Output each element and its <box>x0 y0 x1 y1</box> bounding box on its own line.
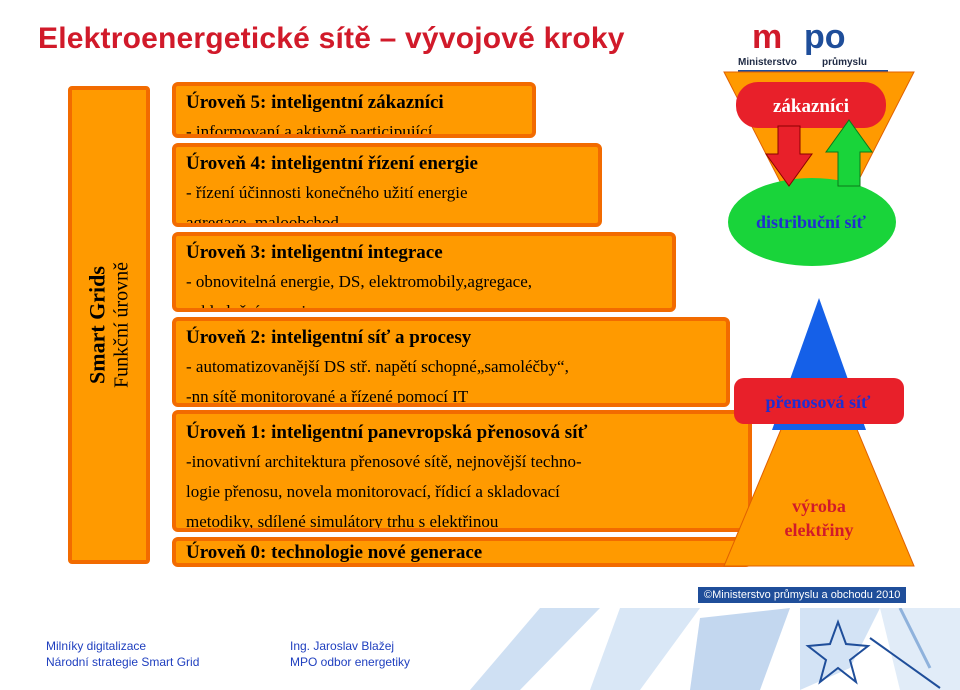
deco-star-icon <box>805 619 871 685</box>
transmission-pill <box>734 378 904 424</box>
footer-author-name: Ing. Jaroslav Blažej <box>290 639 395 653</box>
slide-title: Elektroenergetické sítě – vývojové kroky <box>38 22 625 55</box>
generation-label-1: výroba <box>792 496 846 516</box>
level-1-line-2: logie přenosu, novela monitorovací, řídi… <box>186 482 560 501</box>
footer-decoration <box>470 608 960 690</box>
footer-left-line-1: Milníky digitalizace <box>46 639 147 653</box>
side-label-subtitle: Funkční úrovně <box>110 261 133 389</box>
mpo-logo: m po Ministerstvo průmyslu <box>738 18 888 72</box>
level-3-box: Úroveň 3: inteligentní integrace - obnov… <box>172 232 676 312</box>
customers-label: zákazníci <box>773 96 849 117</box>
copyright-note: ©Ministerstvo průmyslu a obchodu 2010 <box>698 587 907 603</box>
level-2-heading: Úroveň 2: inteligentní síť a procesy <box>186 327 472 348</box>
smart-grids-side-box: Smart Grids Funkční úrovně <box>68 86 150 564</box>
deco-line-1 <box>869 637 941 689</box>
level-4-line-2: agregace, maloobchod <box>186 213 339 227</box>
logo-mark-po: po <box>804 18 846 56</box>
level-4-line-1: - řízení účinnosti konečného užití energ… <box>186 183 468 202</box>
level-2-box: Úroveň 2: inteligentní síť a procesy - a… <box>172 317 730 407</box>
level-1-box: Úroveň 1: inteligentní panevropská přeno… <box>172 410 752 532</box>
level-3-line-2: uskladnění energie <box>186 302 314 312</box>
level-2-line-2: -nn sítě monitorované a řízené pomocí IT <box>186 387 469 406</box>
side-label: Smart Grids Funkční úrovně <box>85 262 134 388</box>
side-label-title: Smart Grids <box>84 266 110 384</box>
level-5-line-1: - informovaní a aktivně participující <box>186 122 433 138</box>
footer-author-dept: MPO odbor energetiky <box>290 655 411 669</box>
logo-mark-m: m <box>752 18 782 56</box>
level-1-heading: Úroveň 1: inteligentní panevropská přeno… <box>186 422 588 443</box>
level-0-heading: Úroveň 0: technologie nové generace <box>186 542 483 563</box>
level-0-box: Úroveň 0: technologie nové generace <box>172 537 752 567</box>
up-arrow-icon <box>825 119 873 187</box>
generation-label-2: elektřiny <box>785 520 854 540</box>
grid-flow-diagram: zákazníci distribuční síť přenosová síť … <box>723 71 915 567</box>
footer-author: Ing. Jaroslav Blažej MPO odbor energetik… <box>290 638 410 670</box>
level-1-line-1: -inovativní architektura přenosové sítě,… <box>186 452 582 471</box>
level-2-line-1: - automatizovanější DS stř. napětí schop… <box>186 357 569 376</box>
level-4-heading: Úroveň 4: inteligentní řízení energie <box>186 153 478 174</box>
customers-pill <box>736 82 886 128</box>
level-1-line-3: metodiky, sdílené simulátory trhu s elek… <box>186 512 499 531</box>
deco-shape-2 <box>590 608 700 690</box>
distribution-ellipse <box>728 178 896 266</box>
deco-shape-4 <box>800 608 880 690</box>
logo-bar <box>738 70 888 72</box>
logo-text-2: průmyslu <box>822 56 867 68</box>
deco-shape-1 <box>470 608 600 690</box>
level-5-box: Úroveň 5: inteligentní zákazníci - infor… <box>172 82 536 138</box>
deco-line-2 <box>898 608 932 669</box>
deco-shape-3 <box>690 608 790 690</box>
logo-text-1: Ministerstvo <box>738 57 797 68</box>
level-5-heading: Úroveň 5: inteligentní zákazníci <box>186 92 444 113</box>
down-arrow-icon <box>765 125 813 187</box>
level-3-heading: Úroveň 3: inteligentní integrace <box>186 242 443 263</box>
footer-left-line-2: Národní strategie Smart Grid <box>46 655 200 669</box>
footer-left: Milníky digitalizace Národní strategie S… <box>46 638 199 670</box>
level-4-box: Úroveň 4: inteligentní řízení energie - … <box>172 143 602 227</box>
level-3-line-1: - obnovitelná energie, DS, elektromobily… <box>186 272 533 291</box>
distribution-label: distribuční síť <box>756 212 867 232</box>
transmission-label: přenosová síť <box>766 392 872 412</box>
